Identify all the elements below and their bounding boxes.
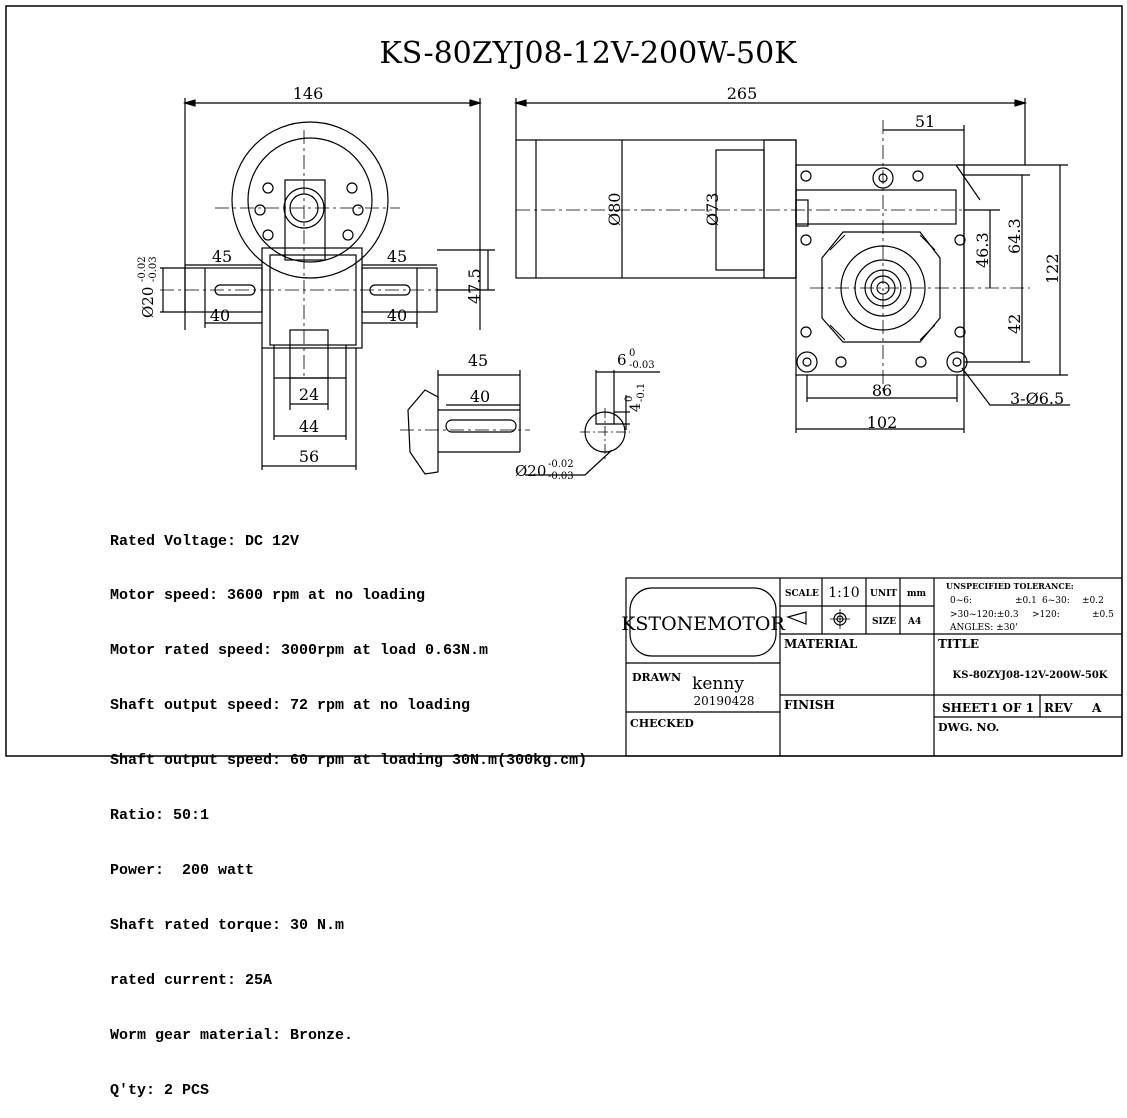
tol-row1-b: ±0.1 [1015, 596, 1037, 606]
tol-row1-a: 0~6: [950, 596, 972, 606]
spec-gear-material: Worm gear material: Bronze. [110, 1026, 354, 1044]
drawing-title: KS-80ZYJ08-12V-200W-50K [379, 36, 797, 71]
spec-shaft-speed-load: Shaft output speed: 60 rpm at loading 30… [110, 752, 588, 770]
svg-text:42: 42 [1005, 314, 1024, 334]
svg-text:6: 6 [617, 351, 627, 369]
tol-angles: ANGLES: ±30' [949, 623, 1018, 633]
dim-42: 42 [1005, 314, 1024, 334]
dim-64-3: 64.3 [1005, 218, 1024, 254]
dim-51: 51 [915, 112, 935, 131]
tol-row2-a: >30~120:±0.3 [950, 610, 1019, 620]
checked-label: CHECKED [630, 717, 694, 730]
tol-row1-d: ±0.2 [1082, 596, 1104, 606]
dim-detail-shaft-dia: Ø20 -0.02 -0.03 [515, 459, 574, 482]
spec-ratio: Ratio: 50:1 [110, 807, 210, 825]
dim-hollow-24: 24 [299, 385, 319, 404]
side-view [513, 98, 1070, 433]
dim-102: 102 [867, 413, 898, 432]
dim-detail-key-len: 40 [470, 387, 490, 406]
dim-shaft-len-right: 45 [387, 247, 407, 266]
company-name: KSTONEMOTOR [621, 613, 785, 635]
finish-label: FINISH [784, 698, 835, 712]
dim-key-len-left: 40 [210, 306, 230, 325]
scale-label: SCALE [785, 589, 819, 599]
front-view [160, 98, 495, 470]
size-label: SIZE [872, 617, 896, 627]
svg-text:Ø20: Ø20 [139, 287, 157, 318]
svg-text:-0.02: -0.02 [137, 256, 148, 282]
svg-text:122: 122 [1043, 253, 1062, 284]
dim-front-width: 146 [293, 84, 324, 103]
dim-shaft-dia-left: Ø20 -0.02 -0.03 [137, 256, 159, 318]
spec-shaft-speed-no-load: Shaft output speed: 72 rpm at no loading [110, 697, 471, 715]
svg-text:-0.1: -0.1 [636, 383, 647, 402]
svg-text:-0.03: -0.03 [548, 471, 574, 482]
dim-key-len-right: 40 [387, 306, 407, 325]
title-label: TITLE [938, 637, 979, 651]
dim-motor-dia-2: Ø73 [703, 193, 722, 226]
dim-detail-shaft-len: 45 [468, 351, 488, 370]
svg-text:-0.02: -0.02 [548, 459, 574, 470]
svg-text:4: 4 [628, 403, 644, 412]
sheet-border [5, 5, 1123, 757]
shaft-detail [400, 370, 660, 476]
sheet-value: 1 OF 1 [990, 701, 1034, 715]
svg-text:Ø80: Ø80 [605, 193, 624, 226]
svg-text:0: 0 [629, 348, 635, 359]
sheet-label: SHEET [942, 701, 989, 715]
dim-total-length: 265 [727, 84, 758, 103]
svg-text:46.3: 46.3 [973, 232, 992, 268]
dim-center-height: 47.5 [465, 268, 484, 304]
drawn-label: DRAWN [632, 671, 681, 684]
unit-label: UNIT [870, 589, 897, 599]
spec-motor-speed: Motor speed: 3600 rpm at no loading [110, 587, 426, 605]
dim-86: 86 [872, 381, 892, 400]
svg-text:64.3: 64.3 [1005, 218, 1024, 254]
tol-row2-c: ±0.5 [1092, 610, 1114, 620]
tol-row2-b: >120: [1032, 610, 1060, 620]
rev-value: A [1091, 701, 1102, 715]
spec-quantity: Q'ty: 2 PCS [110, 1081, 210, 1099]
spec-rated-voltage: Rated Voltage: DC 12V [110, 532, 300, 550]
unit-value: mm [907, 589, 927, 599]
svg-text:0: 0 [624, 396, 635, 402]
svg-text:-0.03: -0.03 [629, 360, 655, 371]
spec-rated-current: rated current: 25A [110, 971, 273, 989]
svg-text:-0.03: -0.03 [148, 256, 159, 282]
dim-key-width: 6 0 -0.03 [617, 348, 655, 371]
dwg-label: DWG. NO. [938, 721, 999, 734]
drawn-date: 20190428 [693, 694, 754, 708]
dim-shaft-len-left: 45 [212, 247, 232, 266]
title-value: KS-80ZYJ08-12V-200W-50K [953, 670, 1108, 681]
title-block [625, 577, 1123, 757]
dim-122: 122 [1043, 253, 1062, 284]
material-label: MATERIAL [784, 637, 858, 651]
dim-mount-holes: 3-Ø6.5 [1010, 389, 1064, 408]
spec-motor-rated-speed: Motor rated speed: 3000rpm at load 0.63N… [110, 642, 489, 660]
rev-label: REV [1044, 701, 1073, 715]
dim-key-depth: 4 0 -0.1 [624, 383, 647, 412]
spec-list: Rated Voltage: DC 12V Motor speed: 3600 … [110, 496, 587, 1118]
svg-text:47.5: 47.5 [465, 268, 484, 304]
size-value: A4 [907, 617, 921, 627]
dim-width-56: 56 [299, 447, 319, 466]
drawing-sheet: KS-80ZYJ08-12V-200W-50K [5, 5, 1123, 757]
spec-power: Power: 200 watt [110, 861, 255, 879]
tolerance-title: UNSPECIFIED TOLERANCE: [946, 581, 1074, 591]
svg-text:Ø20: Ø20 [515, 462, 546, 480]
dim-width-44: 44 [299, 417, 319, 436]
svg-text:Ø73: Ø73 [703, 193, 722, 226]
scale-value: 1:10 [828, 585, 859, 601]
dim-motor-dia: Ø80 [605, 193, 624, 226]
drawn-name: kenny [692, 674, 744, 694]
spec-rated-torque: Shaft rated torque: 30 N.m [110, 916, 345, 934]
tol-row1-c: 6~30: [1042, 596, 1070, 606]
dim-46-3: 46.3 [973, 232, 992, 268]
